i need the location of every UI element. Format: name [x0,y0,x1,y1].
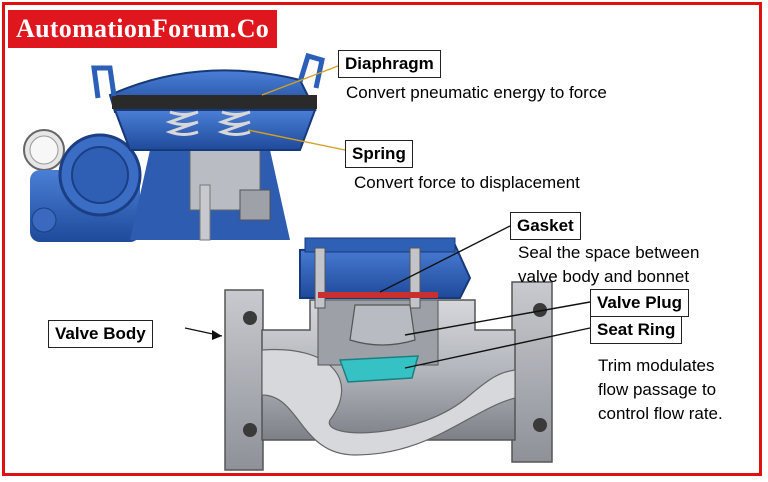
valve-plug-shape [349,304,416,346]
spring-coils [165,110,251,136]
diaphragm-description: Convert pneumatic energy to force [346,83,607,102]
leader-gasket [379,225,511,293]
spring-description: Convert force to displacement [354,173,580,192]
trim-description-line1: Trim modulates [598,356,715,375]
gasket-label: Gasket [510,212,581,240]
gasket-description-line2: valve body and bonnet [518,267,690,286]
seat-ring-shape [338,355,419,383]
valve-plug-label: Valve Plug [590,289,690,317]
valve-body-assembly [224,237,553,471]
gasket-description-line1: Seal the space between [518,243,700,262]
leader-diaphragm [261,65,339,96]
trim-description-line2: flow passage to [598,380,717,399]
actuator-assembly [23,52,325,242]
outer-frame [2,2,762,476]
leader-seat-ring [404,327,591,369]
leader-valve-plug [404,301,591,336]
gasket-ring [318,292,438,298]
seat-ring-label: Seat Ring [590,316,683,344]
valve-body-label: Valve Body [48,320,153,348]
brand-logo: AutomationForum.Co [8,10,278,48]
diaphragm-label: Diaphragm [338,50,441,78]
leader-spring [247,129,346,151]
spring-label: Spring [345,140,413,168]
trim-description-line3: control flow rate. [598,404,723,423]
